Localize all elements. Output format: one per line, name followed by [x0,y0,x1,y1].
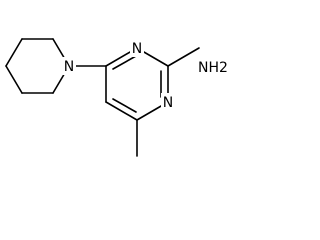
piperidine-ring [5,38,70,94]
ring-n-top-label: N [132,41,142,57]
bond-c2-amine [167,47,200,67]
bond-pip-c2-c3 [5,38,23,67]
atom-piperidine-n: N [62,57,76,75]
piperidine-n-label: N [64,59,74,75]
atom-amine: NH2 [197,58,233,76]
bond-pip-c3-c4 [5,65,23,94]
atom-ring-n-top: N [130,39,144,57]
amine-label: NH2 [198,60,228,76]
pyrimidine-ring [105,47,169,121]
molecule-structure: N N N NH2 [5,38,233,157]
bond-c4-c5 [105,101,138,121]
bond-c4-c5-inner [112,98,137,113]
ring-n-right-label: N [163,95,173,111]
atom-ring-n-right: N [161,93,175,111]
bond-c6-n1-inner [112,55,137,70]
